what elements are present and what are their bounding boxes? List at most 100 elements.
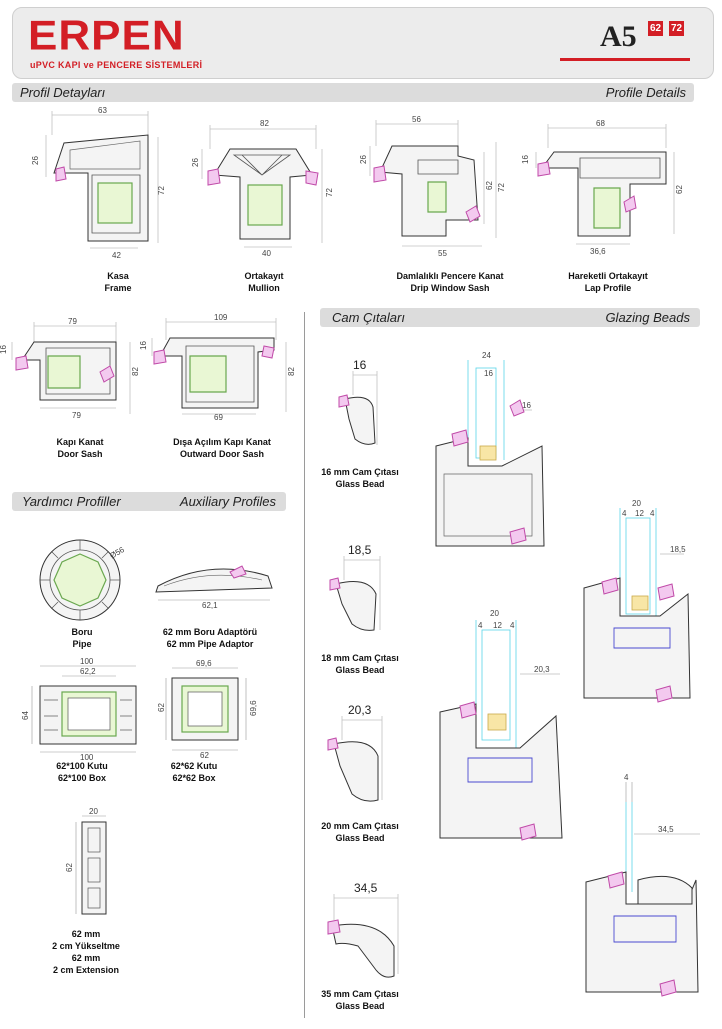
badge-62: 62: [648, 21, 664, 36]
caption-pipe: Boru Pipe: [12, 626, 152, 650]
bead-20-assembly: 20 4 12 4 20,3: [439, 609, 563, 841]
box-62x62-drawing: 69,6 62 69,6 62: [157, 659, 258, 760]
frame-dim-h2: 72: [157, 186, 166, 195]
caption-box100-tr: 62*100 Kutu: [56, 761, 108, 771]
caption-mullion-tr: Ortakayıt: [244, 271, 284, 281]
bead-20-drawing: 20,3: [327, 703, 383, 802]
caption-door-sash: Kapı Kanat Door Sash: [10, 436, 150, 460]
mullion-dim-width: 82: [260, 119, 269, 128]
frame-dim-width: 63: [98, 106, 107, 115]
frame-dim-h1: 26: [31, 156, 40, 165]
asm3-dim-top: 20: [490, 609, 499, 618]
caption-lap-tr: Hareketli Ortakayıt: [568, 271, 648, 281]
caption-mullion-en: Mullion: [248, 283, 280, 293]
drip-dim-h3: 72: [497, 183, 506, 192]
caption-lap-profile: Hareketli Ortakayıt Lap Profile: [538, 270, 678, 294]
caption-bead-16-en: Glass Bead: [335, 479, 385, 489]
asm2-dim-side: 18,5: [670, 545, 686, 554]
caption-bead-20-en: Glass Bead: [335, 833, 385, 843]
caption-box62-tr: 62*62 Kutu: [170, 761, 218, 771]
caption-pipe-en: Pipe: [72, 639, 92, 649]
bead-35-drawing: 34,5: [327, 881, 399, 978]
door-dim-h2: 82: [131, 367, 140, 376]
caption-extension-tr2: 2 cm Yükseltme: [52, 941, 120, 951]
pipe-dim: Ø56: [108, 545, 126, 561]
frame-profile-drawing: 63 26 72 42: [31, 106, 166, 260]
asm1-dim-side: 16: [522, 401, 531, 410]
section-bar-aux: Yardımcı Profiller Auxiliary Profiles: [12, 492, 286, 511]
caption-pipe-adaptor: 62 mm Boru Adaptörü 62 mm Pipe Adaptor: [140, 626, 280, 650]
box-62x100-drawing: 100 62,2 64 100: [21, 657, 137, 762]
caption-drip-sash-en: Drip Window Sash: [410, 283, 490, 293]
box100-dim-side: 64: [21, 711, 30, 720]
section-title-glazing-tr: Cam Çıtaları: [332, 310, 405, 325]
caption-frame-en: Frame: [104, 283, 132, 293]
asm2-dim-a: 4: [622, 509, 627, 518]
caption-bead-18-en: Glass Bead: [335, 665, 385, 675]
box100-dim-bottom: 100: [80, 753, 94, 762]
caption-outward-tr: Dışa Açılım Kapı Kanat: [173, 437, 271, 447]
section-bar-profile: Profil Detayları Profile Details: [12, 83, 694, 102]
bead-18-assembly: 20 4 12 4 18,5: [583, 499, 691, 703]
brand-tagline: uPVC KAPI ve PENCERE SİSTEMLERİ: [30, 60, 203, 70]
drip-dim-h1: 26: [359, 155, 368, 164]
drip-dim-h2: 62: [485, 181, 494, 190]
adaptor-dim: 62,1: [202, 601, 218, 610]
section-title-profile-tr: Profil Detayları: [20, 85, 106, 100]
caption-door-tr: Kapı Kanat: [56, 437, 104, 447]
caption-frame: Kasa Frame: [48, 270, 188, 294]
extension-dim-top: 20: [89, 807, 98, 816]
box62-dim-top: 69,6: [196, 659, 212, 668]
asm1-dim-mid: 16: [484, 369, 493, 378]
caption-outward-en: Outward Door Sash: [179, 449, 264, 459]
door-dim-bottom: 79: [72, 411, 81, 420]
caption-bead-35-en: Glass Bead: [335, 1001, 385, 1011]
caption-mullion: Ortakayıt Mullion: [194, 270, 334, 294]
caption-lap-en: Lap Profile: [584, 283, 632, 293]
caption-box100-en: 62*100 Box: [57, 773, 107, 783]
outward-door-profile-drawing: 109 16 82 69: [139, 313, 296, 422]
mullion-dim-bottom: 40: [262, 249, 271, 258]
caption-extension: 62 mm 2 cm Yükseltme 62 mm 2 cm Extensio…: [16, 928, 156, 976]
bead-16-assembly: 24 16 16: [435, 351, 545, 547]
header-panel: [12, 7, 714, 79]
drip-dim-width: 56: [412, 115, 421, 124]
box100-dim-top2: 62,2: [80, 667, 96, 676]
asm2-dim-top: 20: [632, 499, 641, 508]
bead-16-dim: 16: [353, 358, 367, 372]
section-title-aux-en: Auxiliary Profiles: [179, 494, 276, 509]
section-title-glazing-en: Glazing Beads: [605, 310, 690, 325]
pipe-adaptor-drawing: 62,1: [155, 565, 273, 610]
lap-dim-width: 68: [596, 119, 605, 128]
drip-sash-profile-drawing: 56 26 62 72 55: [359, 115, 506, 258]
badge-72: 72: [669, 21, 685, 36]
door-dim-h1: 16: [0, 345, 8, 354]
outward-dim-h2: 82: [287, 367, 296, 376]
bead-20-dim: 20,3: [348, 703, 372, 717]
mullion-dim-h1: 26: [191, 158, 200, 167]
asm4-dim-top: 4: [624, 773, 629, 782]
lap-profile-drawing: 68 16 62 36,6: [521, 119, 684, 256]
bead-16-drawing: 16: [338, 358, 378, 445]
asm4-dim-side: 34,5: [658, 825, 674, 834]
extension-drawing: 20 62: [65, 807, 107, 915]
bead-35-assembly: 4 34,5: [585, 773, 700, 997]
caption-box62-en: 62*62 Box: [172, 773, 216, 783]
door-dim-width: 79: [68, 317, 77, 326]
extension-dim-side: 62: [65, 863, 74, 872]
caption-frame-tr: Kasa: [107, 271, 129, 281]
lap-dim-bottom: 36,6: [590, 247, 606, 256]
box62-dim-side1: 62: [157, 703, 166, 712]
lap-dim-h1: 16: [521, 155, 530, 164]
asm2-dim-c: 4: [650, 509, 655, 518]
caption-extension-en2: 2 cm Extension: [52, 965, 120, 975]
asm3-dim-c: 4: [510, 621, 515, 630]
caption-bead-20-tr: 20 mm Cam Çıtası: [321, 821, 399, 831]
lap-dim-h2: 62: [675, 185, 684, 194]
caption-box-62x62: 62*62 Kutu 62*62 Box: [124, 760, 264, 784]
mullion-dim-h2: 72: [325, 188, 334, 197]
caption-door-en: Door Sash: [57, 449, 103, 459]
caption-pipe-tr: Boru: [71, 627, 93, 637]
bead-18-dim: 18,5: [348, 543, 372, 557]
frame-dim-bottom: 42: [112, 251, 121, 260]
